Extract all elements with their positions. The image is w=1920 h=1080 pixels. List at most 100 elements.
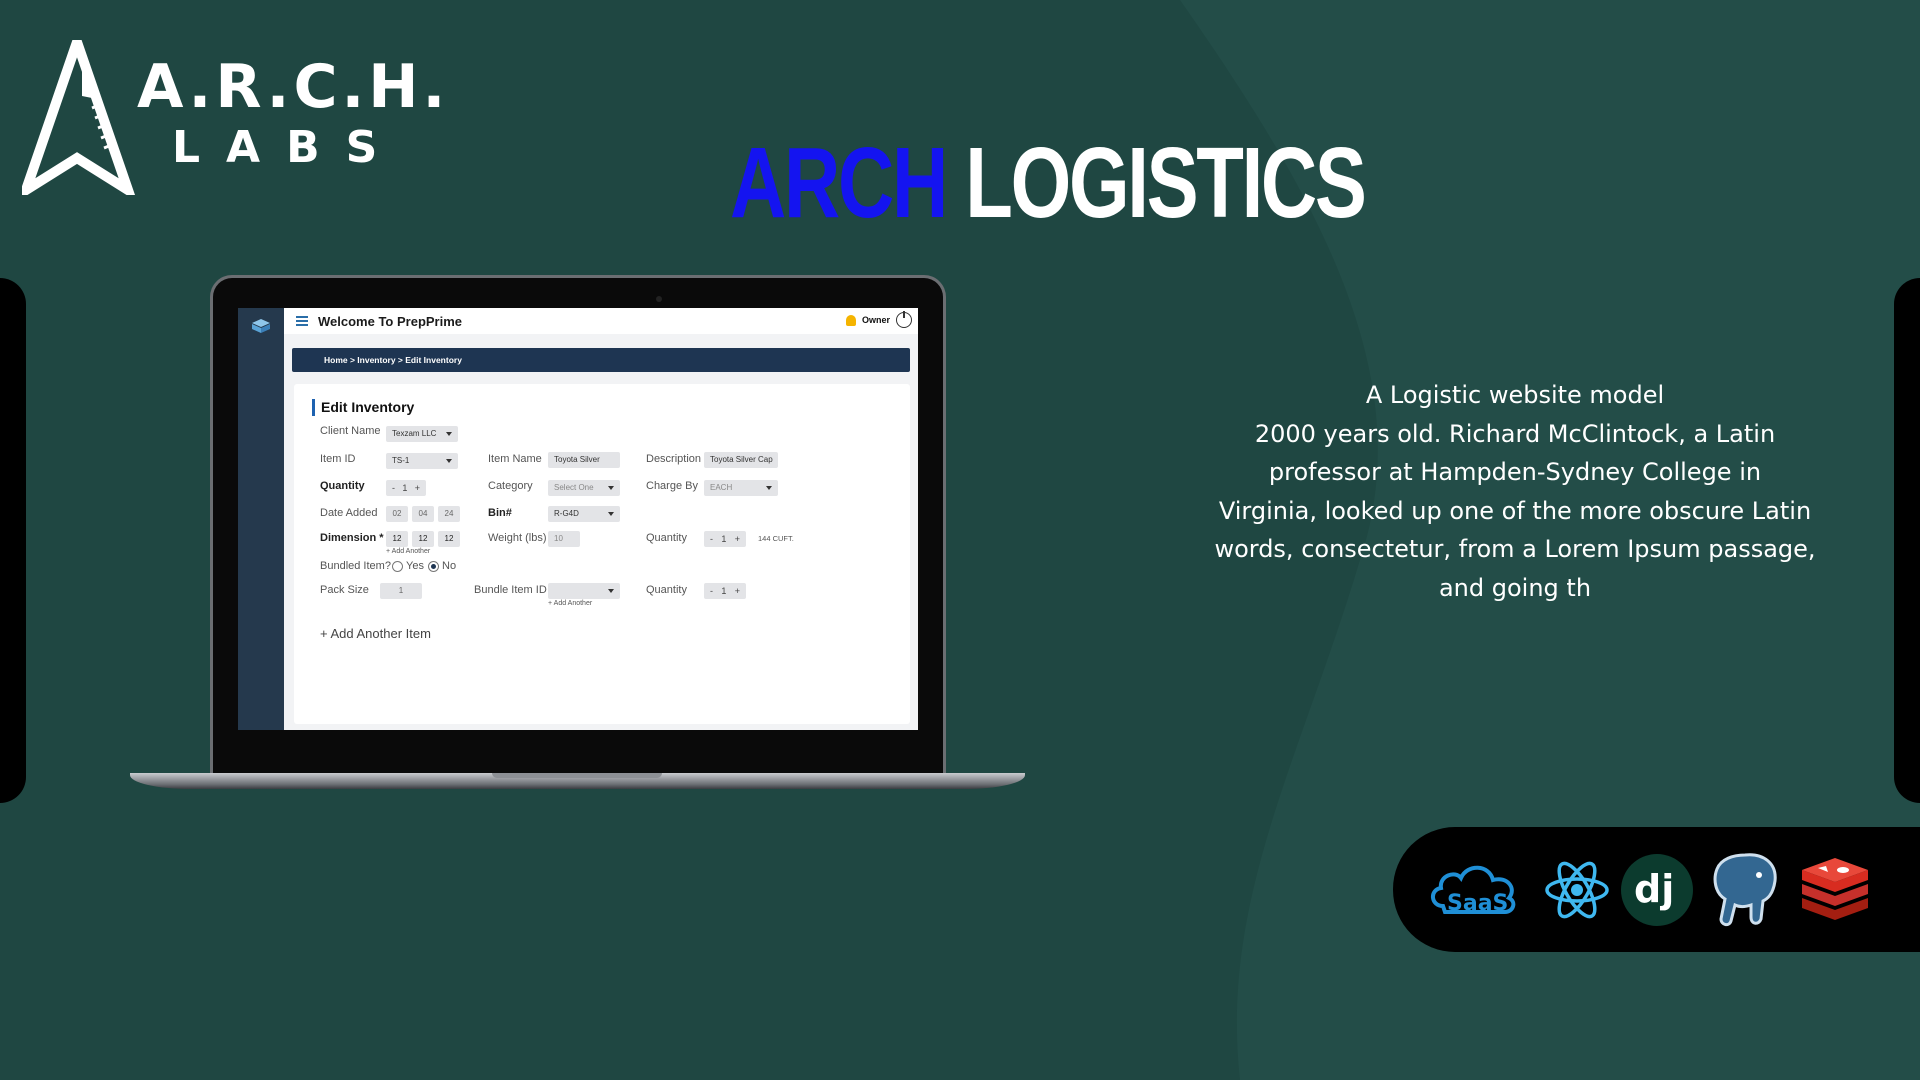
react-icon [1545, 861, 1609, 919]
bundled-label: Bundled Item? [320, 560, 391, 572]
dimension-add-another-link[interactable]: + Add Another [386, 548, 431, 555]
chevron-down-icon [608, 512, 614, 516]
laptop-screen: Welcome To PrepPrime Owner Home > Invent… [238, 308, 918, 730]
weight-label: Weight (lbs) [488, 532, 547, 544]
description-line: professor at Hampden-Sydney College in [1268, 458, 1762, 486]
quantity-label: Quantity [320, 480, 365, 492]
quantity3-stepper[interactable]: - 1 + [704, 583, 746, 599]
quantity-minus[interactable]: - [392, 483, 395, 493]
arch-labs-logo: A.R.C.H. LABS [22, 40, 452, 200]
dimension-l-input[interactable]: 12 [386, 531, 408, 547]
card-title: Edit Inventory [312, 399, 414, 416]
date-month-input[interactable]: 02 [386, 506, 408, 522]
edit-inventory-card: Edit Inventory Client Name Texzam LLC It… [294, 384, 910, 724]
bundle-item-id-label: Bundle Item ID [474, 584, 547, 596]
pack-size-label: Pack Size [320, 584, 369, 596]
description-label: Description [646, 453, 702, 465]
description-input[interactable]: Toyota Silver Cap [704, 452, 778, 468]
quantity3-value: 1 [721, 586, 727, 596]
saas-cloud-icon: SaaS [1431, 865, 1516, 916]
item-id-select[interactable]: TS-1 [386, 453, 458, 469]
chevron-down-icon [766, 486, 772, 490]
power-icon[interactable] [896, 311, 912, 328]
tech-stack-pill: SaaS dj [1393, 827, 1920, 952]
volume-unit: 144 CUFT. [758, 534, 794, 543]
description-line: words, consectetur, from a Lorem Ipsum p… [1214, 535, 1816, 563]
logo-text-labs: LABS [172, 122, 404, 173]
description-line: Virginia, looked up one of the more obsc… [1218, 496, 1812, 525]
bin-value: R-G4D [554, 509, 579, 518]
quantity-plus[interactable]: + [414, 483, 420, 493]
app-title: Welcome To PrepPrime [318, 313, 463, 329]
bundle-item-id-select[interactable] [548, 583, 620, 599]
left-side-pill [0, 278, 26, 803]
app-sidebar [238, 308, 284, 730]
client-name-label: Client Name [320, 425, 381, 437]
charge-by-select[interactable]: EACH [704, 480, 778, 496]
quantity2-value: 1 [721, 534, 727, 544]
breadcrumb: Home > Inventory > Edit Inventory [292, 348, 910, 372]
page-headline: ARCH LOGISTICS [730, 127, 1367, 239]
django-icon: dj [1621, 854, 1693, 926]
add-another-item-button[interactable]: + Add Another Item [320, 626, 431, 641]
laptop-notch [492, 773, 662, 778]
saas-label: SaaS [1447, 891, 1508, 916]
client-name-select[interactable]: Texzam LLC [386, 426, 458, 442]
date-added-label: Date Added [320, 507, 378, 519]
app-topbar: Welcome To PrepPrime Owner [284, 308, 918, 334]
quantity3-plus[interactable]: + [734, 586, 740, 596]
quantity2-minus[interactable]: - [710, 534, 713, 544]
redis-icon [1802, 858, 1868, 920]
date-year-input[interactable]: 24 [438, 506, 460, 522]
bundle-add-another-link[interactable]: + Add Another [548, 600, 593, 607]
bundled-yes-radio[interactable] [392, 561, 403, 572]
charge-by-value: EACH [710, 483, 733, 492]
bundled-no-label[interactable]: No [442, 560, 457, 572]
bundled-no-radio[interactable] [428, 561, 439, 572]
weight-input[interactable]: 10 [548, 531, 580, 547]
quantity2-plus[interactable]: + [734, 534, 740, 544]
quantity3-minus[interactable]: - [710, 586, 713, 596]
chevron-down-icon [608, 486, 614, 490]
item-id-label: Item ID [320, 453, 356, 465]
quantity2-stepper[interactable]: - 1 + [704, 531, 746, 547]
topbar-actions: Owner [845, 311, 912, 328]
date-day-input[interactable]: 04 [412, 506, 434, 522]
menu-icon[interactable] [296, 316, 308, 326]
user-role-label[interactable]: Owner [861, 315, 890, 325]
bundled-yes-label[interactable]: Yes [406, 560, 424, 572]
chevron-down-icon [446, 459, 452, 463]
client-name-value: Texzam LLC [392, 429, 437, 438]
breadcrumb-text[interactable]: Home > Inventory > Edit Inventory [324, 355, 462, 365]
headline-rest: LOGISTICS [965, 127, 1367, 239]
item-id-value: TS-1 [392, 456, 410, 465]
django-label: dj [1634, 867, 1674, 911]
description-line: 2000 years old. Richard McClintock, a La… [1254, 419, 1776, 448]
bin-select[interactable]: R-G4D [548, 506, 620, 522]
description-line: and going th [1438, 573, 1592, 602]
charge-by-label: Charge By [646, 480, 698, 492]
description-line: A Logistic website model [1365, 381, 1665, 409]
pack-size-input[interactable]: 1 [380, 583, 422, 599]
laptop-mockup: Welcome To PrepPrime Owner Home > Invent… [130, 275, 1030, 795]
dimension-w-input[interactable]: 12 [412, 531, 434, 547]
quantity2-label: Quantity [646, 532, 687, 544]
quantity-stepper[interactable]: - 1 + [386, 480, 426, 496]
category-select[interactable]: Select One [548, 480, 620, 496]
dimension-h-input[interactable]: 12 [438, 531, 460, 547]
headline-accent: ARCH [730, 127, 948, 239]
right-side-pill [1894, 278, 1920, 803]
app-logo-icon[interactable] [251, 318, 271, 334]
bell-icon[interactable] [845, 314, 856, 326]
item-name-label: Item Name [488, 453, 542, 465]
bin-label: Bin# [488, 507, 512, 519]
laptop-base [130, 773, 1025, 789]
postgresql-icon [1713, 853, 1777, 927]
quantity-value: 1 [402, 483, 408, 493]
quantity3-label: Quantity [646, 584, 687, 596]
category-label: Category [488, 480, 533, 492]
chevron-down-icon [608, 589, 614, 593]
item-name-input[interactable]: Toyota Silver [548, 452, 620, 468]
chevron-down-icon [446, 432, 452, 436]
